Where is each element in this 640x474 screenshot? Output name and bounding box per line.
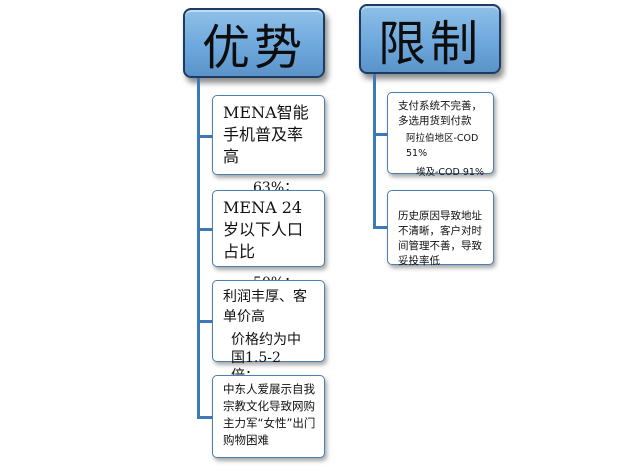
- limitation-2-heading: 历史原因导致地址不清晰，客户对时间管理不善，导致妥投率低: [398, 210, 482, 267]
- advantages-branch-3: [197, 320, 212, 323]
- limitations-branch-2: [373, 226, 387, 229]
- limitations-header: 限制: [359, 4, 501, 74]
- advantage-4-heading: 中东人爱展示自我宗教文化导致网购主力军“女性”出门购物困难: [223, 382, 316, 447]
- limitation-1-sub-1: 阿拉伯地区-COD 51%: [406, 133, 479, 159]
- advantages-title: 优势: [201, 20, 306, 76]
- advantages-header: 优势: [183, 8, 325, 78]
- advantages-branch-2: [197, 228, 212, 231]
- advantage-box-3: 利润丰厚、客单价高 价格约为中国1.5-2倍；: [212, 280, 325, 384]
- advantages-branch-1: [197, 135, 212, 138]
- limitation-box-1: 支付系统不完善，多选用货到付款 阿拉伯地区-COD 51% 埃及-COD 91%: [387, 92, 494, 178]
- limitations-title: 限制: [377, 16, 482, 72]
- limitation-box-2: 历史原因导致地址不清晰，客户对时间管理不善，导致妥投率低: [387, 190, 494, 267]
- advantage-box-4: 中东人爱展示自我宗教文化导致网购主力军“女性”出门购物困难: [212, 375, 325, 458]
- limitations-branch-1: [373, 133, 387, 136]
- advantage-3-value: 价格约为中国1.5-2倍；: [231, 332, 301, 384]
- advantages-trunk-line: [197, 78, 200, 418]
- limitation-1-heading: 支付系统不完善，多选用货到付款: [398, 100, 482, 127]
- advantage-box-2: MENA 24岁以下人口占比 50%；: [212, 190, 325, 291]
- advantage-2-heading: MENA 24岁以下人口占比: [223, 198, 304, 261]
- advantage-box-1: MENA智能手机普及率高 63%；: [212, 95, 325, 196]
- advantage-1-heading: MENA智能手机普及率高: [223, 103, 309, 166]
- limitation-1-sub-2: 埃及-COD 91%: [416, 167, 484, 178]
- advantage-3-heading: 利润丰厚、客单价高: [223, 289, 307, 325]
- advantages-branch-4: [197, 416, 212, 419]
- limitations-trunk-line: [373, 74, 376, 229]
